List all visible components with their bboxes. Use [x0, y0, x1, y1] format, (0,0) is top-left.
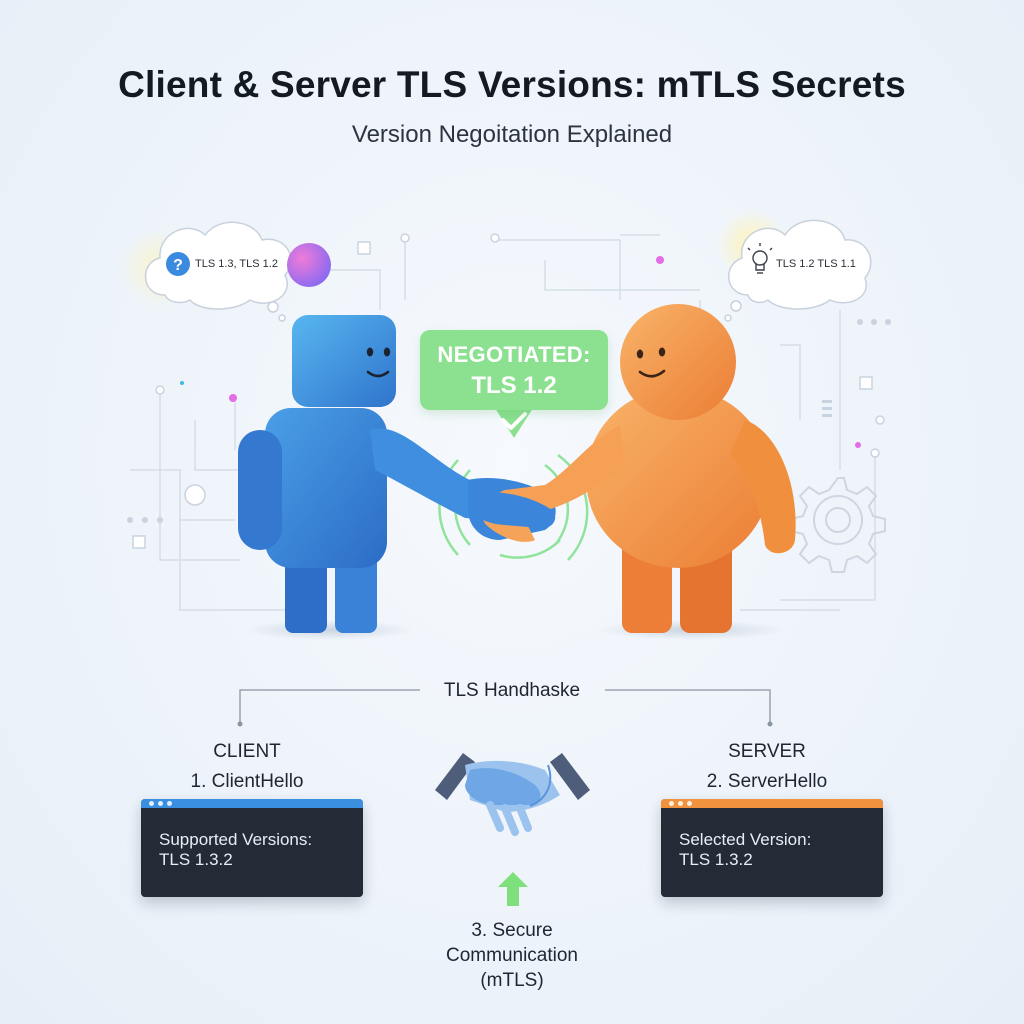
secure-line2: Communication [446, 945, 578, 966]
client-heading: CLIENT [213, 741, 281, 762]
server-hello-panel: Selected Version: TLS 1.3.2 [661, 799, 883, 897]
diagram-title: Client & Server TLS Versions: mTLS Secre… [118, 64, 906, 105]
client-panel-line1: Supported Versions: [159, 830, 313, 849]
secure-line1: 3. Secure [471, 920, 553, 941]
arrow-up-icon [498, 872, 528, 906]
handshake-connectors [239, 689, 771, 722]
lightbulb-icon [747, 243, 773, 274]
client-hand [468, 492, 556, 529]
server-thought-cloud [716, 209, 872, 322]
client-hello-panel: Supported Versions: TLS 1.3.2 [141, 799, 363, 897]
negotiated-label: NEGOTIATED: [437, 342, 591, 367]
server-panel-line2: TLS 1.3.2 [679, 850, 753, 869]
client-thought-text: TLS 1.3, TLS 1.2 [195, 258, 278, 270]
client-step: 1. ClientHello [190, 771, 304, 792]
negotiated-bubble: NEGOTIATED: TLS 1.2 [420, 330, 608, 410]
client-panel-line2: TLS 1.3.2 [159, 850, 233, 869]
server-panel-line1: Selected Version: [679, 830, 812, 849]
handshake-label: TLS Handhaske [443, 680, 581, 701]
circuit-lines [130, 234, 876, 611]
handshake-icon [435, 753, 590, 836]
circuit-dots [127, 319, 891, 523]
question-icon [166, 252, 190, 276]
negotiated-version: TLS 1.2 [471, 372, 557, 399]
svg-text:?: ? [173, 257, 183, 274]
server-thought-text: TLS 1.2 TLS 1.1 [776, 258, 856, 270]
circuit-nodes [132, 233, 885, 549]
checkmark-icon [501, 412, 527, 430]
server-step: 2. ServerHello [706, 771, 828, 792]
gear-icon [790, 477, 886, 573]
client-panel-titlebar [141, 799, 363, 808]
secure-line3: (mTLS) [480, 970, 544, 991]
server-panel-titlebar [661, 799, 883, 808]
secure-communication-label: 3. Secure Communication (mTLS) [412, 918, 612, 993]
client-thought-cloud: ? [120, 221, 292, 322]
server-figure [482, 304, 796, 633]
client-figure [238, 315, 556, 633]
diagram-subtitle: Version Negoitation Explained [351, 121, 673, 148]
server-heading: SERVER [728, 741, 806, 762]
floating-orb [287, 243, 331, 287]
